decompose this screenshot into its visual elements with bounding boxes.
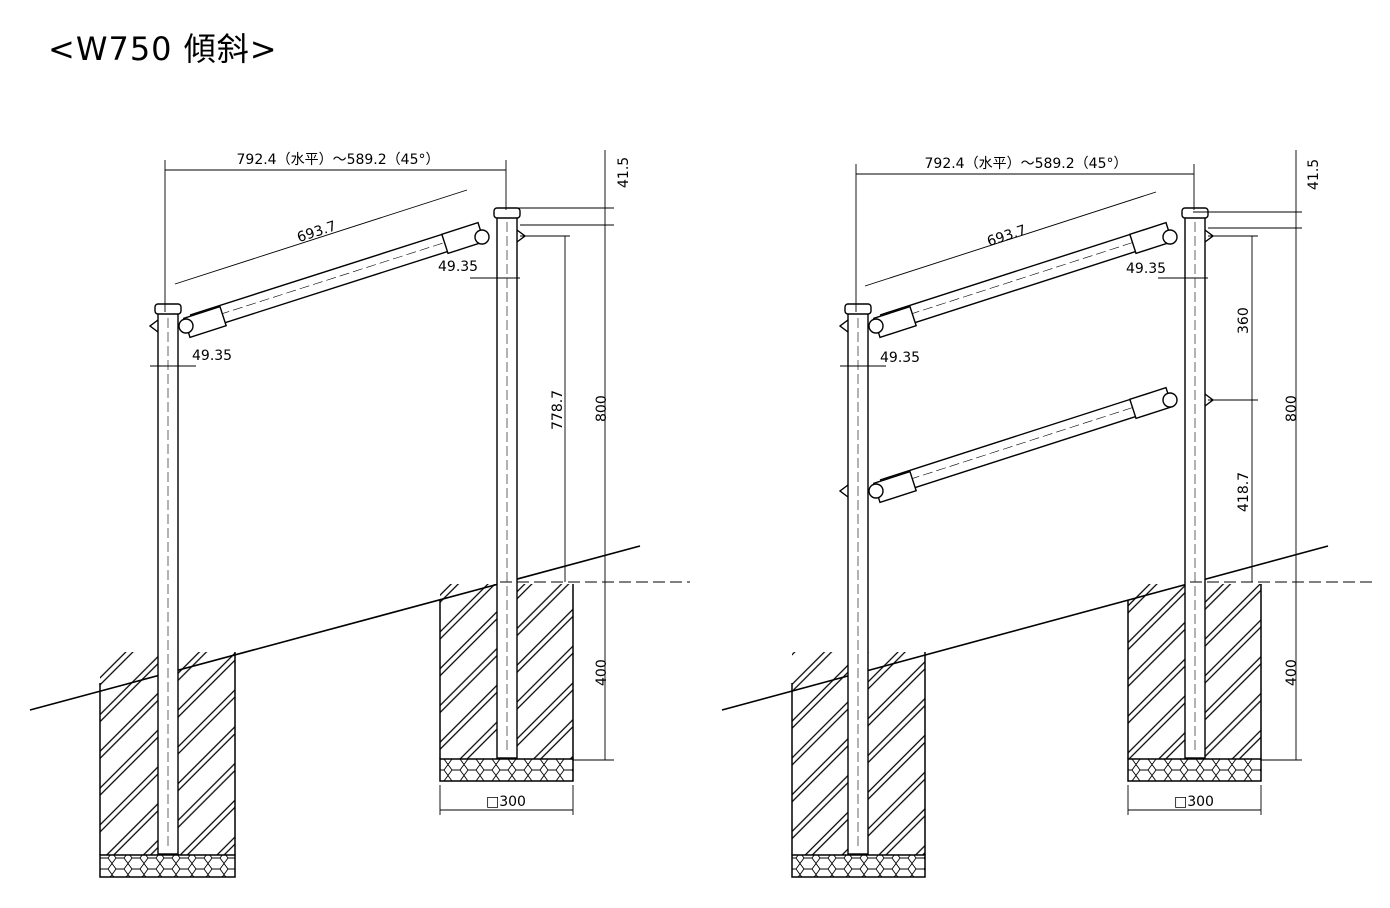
post-height-dimension: 800 <box>1284 395 1300 422</box>
span-dimension: 792.4（水平）～589.2（45°） <box>925 156 1128 172</box>
span-dimension: 792.4（水平）～589.2（45°） <box>237 152 440 168</box>
dimension-lines <box>150 150 690 815</box>
footing-dimension: □300 <box>486 794 526 810</box>
rail-height-dimension: 778.7 <box>550 390 566 430</box>
handrail-lower <box>838 386 1215 504</box>
cap-height-dimension: 41.5 <box>616 157 632 188</box>
handrail-upper <box>838 221 1215 339</box>
gravel-base <box>99 854 236 878</box>
cap-height-dimension: 41.5 <box>1306 159 1322 190</box>
page-title: <W750 傾斜> <box>48 30 278 68</box>
embed-depth-dimension: 400 <box>594 659 610 686</box>
handrail <box>148 221 527 339</box>
offset-dimension: 49.35 <box>438 259 478 275</box>
lower-rail-height-dimension: 418.7 <box>1236 472 1252 512</box>
rail-length-dimension: 693.7 <box>295 218 338 246</box>
post-cap <box>493 207 521 219</box>
gravel-base <box>1127 758 1262 782</box>
gravel-base <box>439 758 574 782</box>
rail-gap-dimension: 360 <box>1236 307 1252 334</box>
embed-depth-dimension: 400 <box>1284 659 1300 686</box>
rail-length-dimension: 693.7 <box>985 222 1028 250</box>
offset-dimension: 49.35 <box>1126 261 1166 277</box>
footing-dimension: □300 <box>1174 794 1214 810</box>
gravel-base <box>791 854 926 878</box>
offset-dimension: 49.35 <box>192 348 232 364</box>
post-cap <box>1181 207 1209 219</box>
post-height-dimension: 800 <box>594 395 610 422</box>
right-figure: 792.4（水平）～589.2（45°） 693.7 49.35 49.35 4… <box>721 150 1375 878</box>
dimension-lines <box>840 150 1375 815</box>
offset-dimension: 49.35 <box>880 350 920 366</box>
left-figure: 792.4（水平）～589.2（45°） 693.7 49.35 49.35 4… <box>29 150 690 878</box>
post-cap <box>154 303 182 315</box>
post-cap <box>844 303 872 315</box>
